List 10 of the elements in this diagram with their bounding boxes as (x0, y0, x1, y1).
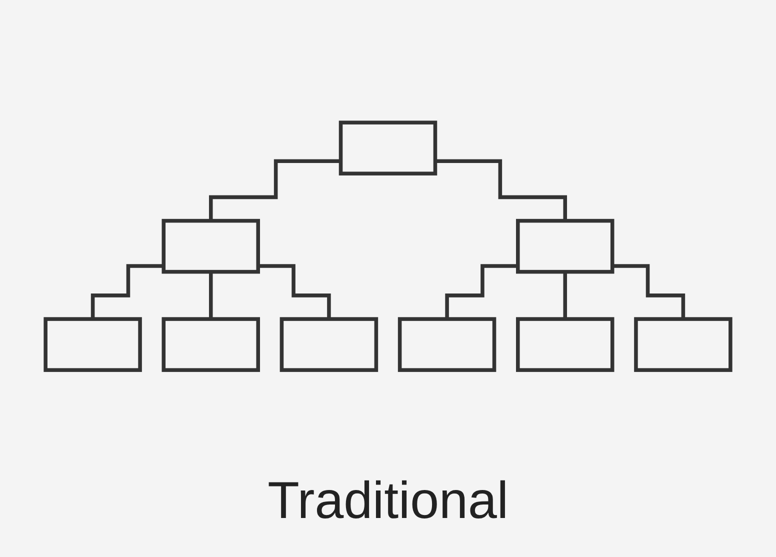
node-box (280, 317, 378, 372)
node-box (162, 219, 260, 274)
node-box (516, 317, 614, 372)
node-box (516, 219, 614, 274)
node-box (634, 317, 732, 372)
node-box (398, 317, 496, 372)
node-box (338, 120, 438, 176)
node-box (162, 317, 260, 372)
node-box (44, 317, 142, 372)
caption: Traditional (268, 470, 508, 530)
